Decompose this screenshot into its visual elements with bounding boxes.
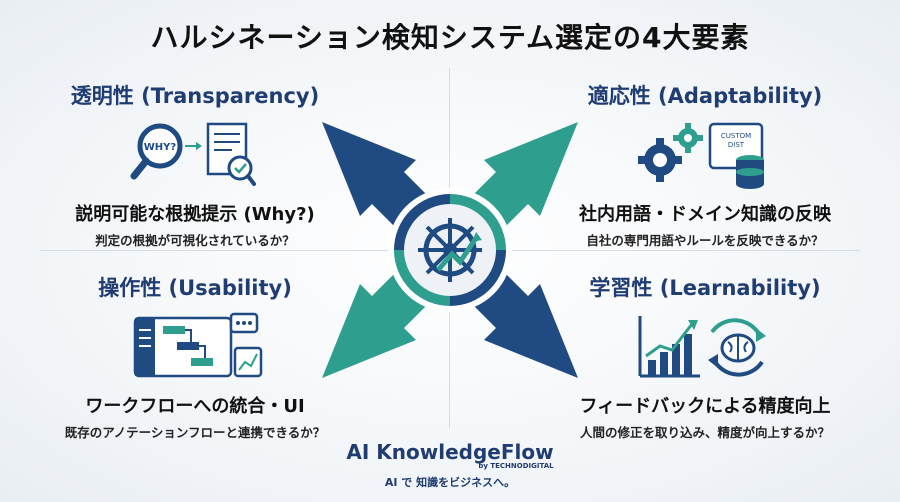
- helm-wheel-icon: [418, 218, 482, 282]
- brain-icon: [720, 333, 756, 363]
- brand-name: AI KnowledgeFlow by TECHNODIGITAL: [346, 440, 554, 470]
- database-icon: [736, 155, 764, 189]
- usability-icon: [30, 308, 360, 386]
- brand-logo: AI KnowledgeFlow by TECHNODIGITAL AI で 知…: [0, 440, 900, 490]
- adaptability-subtitle: 社内用語・ドメイン知識の反映: [579, 204, 831, 225]
- brand-byline: by TECHNODIGITAL: [478, 462, 554, 470]
- transparency-subtitle: 説明可能な根拠提示 (Why?): [75, 204, 315, 225]
- chart-card-icon: [233, 346, 263, 378]
- why-icon-text: WHY?: [144, 142, 177, 153]
- quadrant-learnability: 学習性 (Learnability) フィードバックによる精度向上 人間の修正を…: [540, 272, 870, 441]
- transparency-icon: WHY?: [30, 116, 360, 194]
- learnability-icon: [540, 308, 870, 386]
- adaptability-icon: CUSTOM DIST: [540, 116, 870, 194]
- usability-description: 既存のアノテーションフローと連携できるか？: [64, 425, 326, 440]
- transparency-description: 判定の根拠が可視化されているか？: [95, 233, 295, 248]
- center-arrows-graphic: [322, 122, 578, 378]
- brand-tagline: AI で 知識をビジネスへ。: [384, 476, 516, 489]
- usability-subtitle: ワークフローへの統合・UI: [85, 396, 305, 417]
- adaptability-heading: 適応性 (Adaptability): [587, 84, 823, 108]
- svg-text:DIST: DIST: [728, 141, 745, 149]
- learnability-description: 人間の修正を取り込み、精度が向上するか？: [579, 425, 830, 440]
- quadrant-adaptability: 適応性 (Adaptability) CUSTOM DIST: [540, 80, 870, 249]
- quadrant-usability: 操作性 (Usability) ワークフローへの統合・UI 既存のアノテーション…: [30, 272, 360, 441]
- small-gear-icon: [673, 123, 703, 153]
- svg-text:CUSTOM: CUSTOM: [721, 132, 751, 140]
- usability-heading: 操作性 (Usability): [98, 276, 292, 300]
- adaptability-description: 自社の専門用語やルールを反映できるか？: [586, 233, 824, 248]
- transparency-heading: 透明性 (Transparency): [70, 84, 320, 108]
- learnability-heading: 学習性 (Learnability): [589, 276, 821, 300]
- quadrant-transparency: 透明性 (Transparency) WHY? 説明可能な根拠提示 (Why?)…: [30, 80, 360, 249]
- gear-icon: [638, 138, 682, 182]
- learnability-subtitle: フィードバックによる精度向上: [579, 396, 831, 417]
- page-title: ハルシネーション検知システム選定の4大要素: [150, 21, 750, 54]
